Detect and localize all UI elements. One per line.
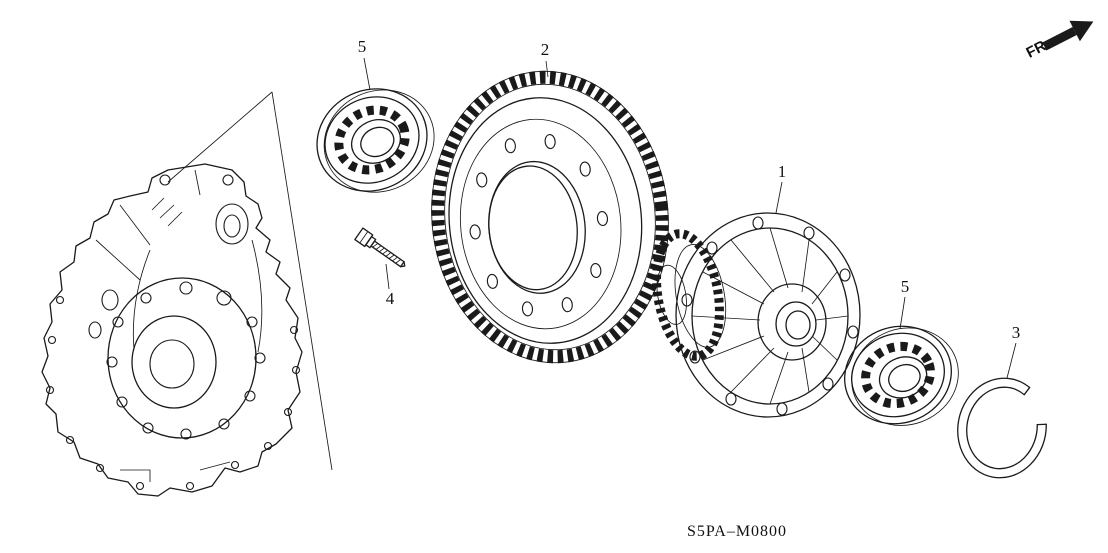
callout-1[interactable]: 1 bbox=[778, 162, 787, 181]
snap-ring-icon bbox=[957, 377, 1047, 479]
bearing-front-icon bbox=[316, 88, 435, 193]
callout-3[interactable]: 3 bbox=[1012, 323, 1021, 342]
flange-bolt-icon bbox=[354, 227, 406, 268]
fr-direction-indicator: FR. bbox=[1023, 20, 1094, 62]
ring-gear-icon bbox=[431, 70, 669, 364]
callout-4[interactable]: 4 bbox=[386, 289, 395, 308]
diagram-code: S5PA–M0800 bbox=[687, 523, 787, 540]
callout-5-front[interactable]: 5 bbox=[358, 37, 367, 56]
fr-arrow-icon bbox=[1042, 20, 1094, 51]
projection-lines bbox=[167, 91, 333, 471]
transmission-case-icon bbox=[41, 163, 303, 497]
callout-2[interactable]: 2 bbox=[541, 40, 550, 59]
bearing-rear-icon bbox=[844, 325, 959, 426]
differential-assembly-icon bbox=[652, 212, 861, 418]
callout-labels: 5 2 4 1 5 3 bbox=[358, 37, 1021, 342]
callout-leader-lines bbox=[363, 57, 1017, 379]
callout-5-rear[interactable]: 5 bbox=[901, 277, 910, 296]
